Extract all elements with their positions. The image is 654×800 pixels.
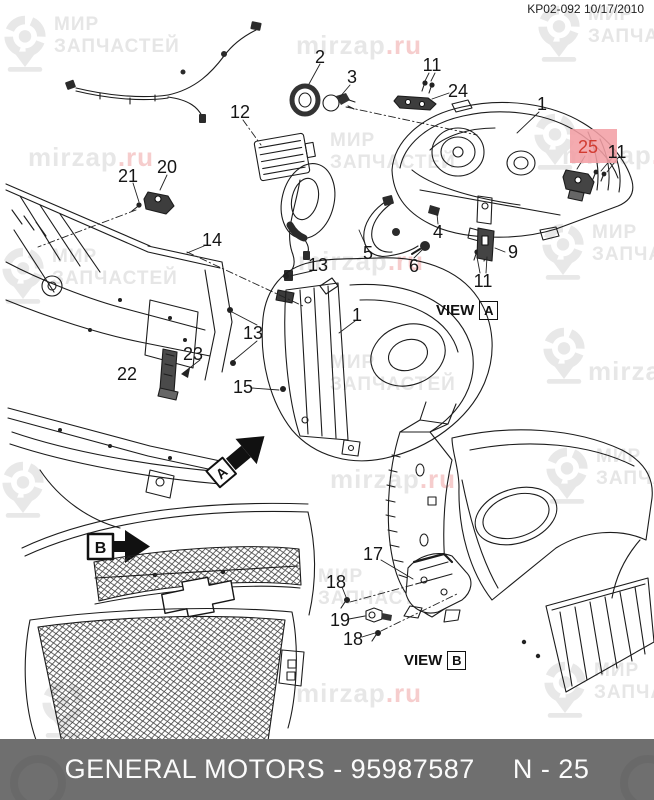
part-callout: 11 xyxy=(422,55,442,75)
part-callout: 5 xyxy=(362,243,374,263)
bumper-bracket-view-drawing xyxy=(340,401,654,693)
footer-watermark-ghost xyxy=(10,755,66,800)
view-b-label: VIEW B xyxy=(404,651,467,670)
headlamp-front-drawing xyxy=(261,257,493,462)
view-a-text: VIEW xyxy=(436,302,475,319)
part-callout: 11 xyxy=(607,142,627,162)
highlight-box-25 xyxy=(570,129,617,163)
watermark: mirzap.ru xyxy=(298,246,425,276)
part-callout: 22 xyxy=(116,364,138,384)
part-callout: 2 xyxy=(314,47,326,67)
part-callout: 19 xyxy=(329,610,351,630)
part-callout: 18 xyxy=(325,572,347,592)
footer-page-ref: N - 25 xyxy=(512,754,590,784)
leader-lines-dashed xyxy=(37,106,478,632)
part-callout: 24 xyxy=(447,81,469,101)
document-code: KP02-092 10/17/2010 xyxy=(527,2,644,16)
footer-bar: GENERAL MOTORS - 95987587 N - 25 xyxy=(0,739,654,800)
watermark: mirzap.ru xyxy=(588,356,654,386)
part-callout: 13 xyxy=(242,323,264,343)
footer-title: GENERAL MOTORS - 95987587 xyxy=(64,754,475,784)
part-callout: 18 xyxy=(342,629,364,649)
part-callout: 1 xyxy=(351,305,363,325)
part-callout: 11 xyxy=(473,271,493,291)
roof-harness-drawing xyxy=(65,21,262,123)
part-callout: 1 xyxy=(536,94,548,114)
part-callout: 21 xyxy=(117,166,139,186)
watermark: mirzap.ru xyxy=(330,464,457,494)
lamp-harness-drawing xyxy=(363,195,495,262)
direction-arrow-a: A xyxy=(205,436,265,489)
view-b-text: VIEW xyxy=(404,652,443,669)
direction-arrow-b-label: B xyxy=(95,540,107,557)
watermark: mirzap.ru xyxy=(28,142,155,172)
view-a-letter-box: A xyxy=(479,301,499,320)
part-callout: 6 xyxy=(408,256,420,276)
part-callout: 3 xyxy=(346,67,358,87)
view-a-label: VIEW A xyxy=(436,301,499,320)
direction-arrow-b: B xyxy=(86,530,150,563)
part-callout: 12 xyxy=(229,102,251,122)
front-fascia-grille-drawing xyxy=(21,502,316,762)
part-callout: 23 xyxy=(182,344,204,364)
screws xyxy=(421,80,607,262)
mount-bracket-24-drawing xyxy=(393,95,437,111)
part-callout: 20 xyxy=(156,157,178,177)
view-b-letter-box: B xyxy=(447,651,467,670)
seal-ring-drawing xyxy=(280,83,336,242)
part-callout-highlighted: 25 xyxy=(577,137,599,157)
part-callout: 4 xyxy=(432,222,444,242)
watermark: mirzap.ru xyxy=(296,30,423,60)
watermark: mirzap.ru xyxy=(296,678,423,708)
part-callout: 17 xyxy=(362,544,384,564)
part-callout: 14 xyxy=(201,230,223,250)
part-callout: 13 xyxy=(307,255,329,275)
part-callout: 9 xyxy=(507,242,519,262)
mount-bracket-25-drawing xyxy=(562,169,595,202)
footer-watermark-ghost xyxy=(620,755,654,800)
part-callout: 15 xyxy=(232,377,254,397)
body-front-structure-drawing xyxy=(5,183,295,529)
